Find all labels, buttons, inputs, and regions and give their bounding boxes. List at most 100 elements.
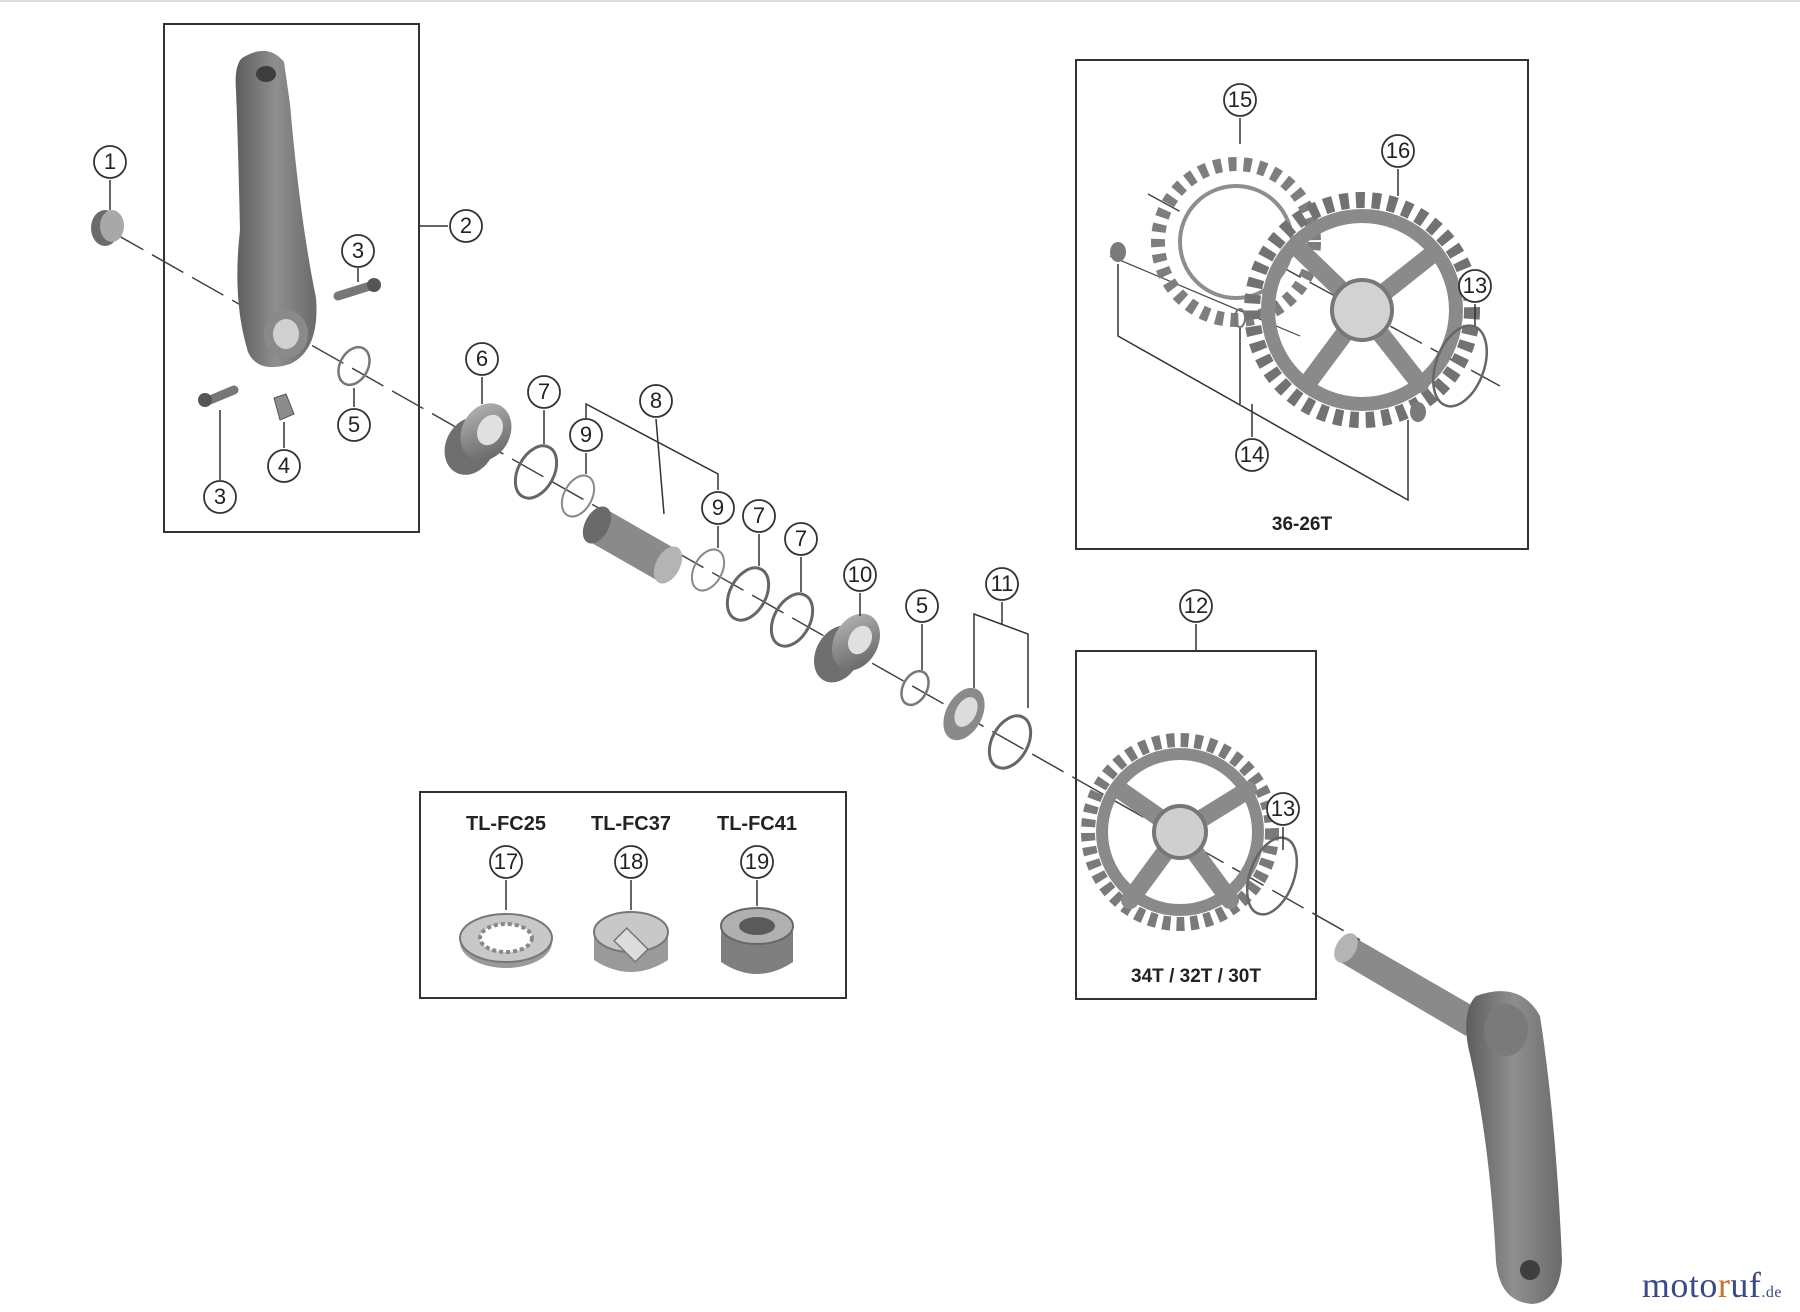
part-tool-tl-fc37 <box>593 911 669 972</box>
callout-number: 1 <box>104 149 116 174</box>
part-bb-cup-right <box>814 613 880 683</box>
part-o-ring-13a <box>1432 324 1488 408</box>
part-o-ring-13b <box>1245 836 1299 916</box>
callout-circle <box>527 375 561 409</box>
callout-circle <box>93 145 127 179</box>
tool-label-tl-fc41: TL-FC41 <box>717 813 797 835</box>
callout-c8: 8 <box>639 384 673 418</box>
callout-circle <box>742 499 776 533</box>
part-tool-tl-fc25 <box>459 913 553 968</box>
watermark-tld: .de <box>1761 1284 1782 1301</box>
part-seal-9a <box>560 474 596 518</box>
callout-number: 14 <box>1240 442 1264 467</box>
callout-number: 10 <box>848 562 872 587</box>
callout-number: 6 <box>476 346 488 371</box>
axle-center-line <box>111 231 1361 941</box>
callout-circle <box>701 491 735 525</box>
callout-c5a: 5 <box>337 408 371 442</box>
part-crank-cap <box>91 210 124 246</box>
callout-number: 16 <box>1386 138 1410 163</box>
callout-circle <box>843 558 877 592</box>
callout-number: 15 <box>1228 87 1252 112</box>
callout-number: 7 <box>538 379 550 404</box>
callout-c13b: 13 <box>1266 792 1300 826</box>
part-chainring-outer <box>1244 192 1480 428</box>
callout-c7c: 7 <box>784 522 818 556</box>
callout-number: 12 <box>1184 593 1208 618</box>
callout-circle <box>1223 83 1257 117</box>
callout-number: 11 <box>991 571 1014 596</box>
part-o-ring-5a <box>337 345 371 387</box>
part-pinch-bolt-bottom <box>198 385 239 407</box>
part-lockring <box>943 687 985 741</box>
tool-label-tl-fc25: TL-FC25 <box>466 813 546 835</box>
callout-number: 3 <box>352 238 364 263</box>
part-chainring-bolt-left <box>1110 242 1126 262</box>
callout-number: 19 <box>745 849 769 874</box>
part-bb-sleeve <box>582 506 683 584</box>
chainring-36-26t-box <box>1075 59 1529 550</box>
part-right-crank-arm <box>1334 933 1562 1304</box>
callout-c18: 18 <box>614 845 648 879</box>
callout-circle <box>1458 269 1492 303</box>
callout-circle <box>203 480 237 514</box>
part-safety-plate <box>273 393 295 421</box>
callout-circle <box>639 384 673 418</box>
callout-number: 7 <box>753 503 765 528</box>
callout-circle <box>465 342 499 376</box>
callout-c1: 1 <box>93 145 127 179</box>
callout-circle <box>614 845 648 879</box>
callout-c5b: 5 <box>905 589 939 623</box>
callout-c19: 19 <box>740 845 774 879</box>
tool-label-tl-fc37: TL-FC37 <box>591 813 671 835</box>
callout-c6: 6 <box>465 342 499 376</box>
watermark-main-b: uf <box>1730 1265 1762 1305</box>
callout-number: 3 <box>214 484 226 509</box>
callout-number: 13 <box>1271 796 1295 821</box>
callout-number: 9 <box>580 422 592 447</box>
callout-c7a: 7 <box>527 375 561 409</box>
callout-c2: 2 <box>449 209 483 243</box>
callout-c9b: 9 <box>701 491 735 525</box>
part-spacer-7a <box>513 444 559 500</box>
callout-circle <box>449 209 483 243</box>
callout-c9a: 9 <box>569 418 603 452</box>
callout-circle <box>740 845 774 879</box>
part-spacer-7b <box>725 566 771 622</box>
callout-circle <box>569 418 603 452</box>
callout-c3b: 3 <box>203 480 237 514</box>
callout-number: 18 <box>619 849 643 874</box>
callout-circle <box>1266 792 1300 826</box>
part-chainring-34-32-30t <box>1081 733 1279 931</box>
callout-c10: 10 <box>843 558 877 592</box>
callout-c11: 11 <box>985 567 1019 601</box>
chainring-36-26t-label: 36-26T <box>1272 514 1333 535</box>
callout-c4: 4 <box>267 449 301 483</box>
part-o-ring-5b <box>900 669 930 707</box>
bracket-11 <box>973 612 1029 708</box>
callout-number: 5 <box>916 593 928 618</box>
callout-number: 7 <box>795 526 807 551</box>
callout-c3a: 3 <box>341 234 375 268</box>
part-chainring-bolt-right <box>1410 402 1426 422</box>
part-spacer-7c <box>769 592 815 648</box>
part-left-crank-arm <box>235 50 317 368</box>
chainring-34-32-30t-label: 34T / 32T / 30T <box>1131 966 1261 987</box>
callout-number: 4 <box>278 453 290 478</box>
watermark-main-a: moto <box>1641 1265 1718 1305</box>
callout-circle <box>489 845 523 879</box>
watermark-accent: r <box>1717 1265 1731 1305</box>
callout-number: 2 <box>460 213 472 238</box>
callout-number: 13 <box>1463 273 1487 298</box>
callout-circle <box>1179 589 1213 623</box>
watermark-logo: motoruf.de <box>1642 1264 1782 1306</box>
callout-circle <box>341 234 375 268</box>
callout-circle <box>267 449 301 483</box>
callout-number: 5 <box>348 412 360 437</box>
callout-c13a: 13 <box>1458 269 1492 303</box>
callout-number: 8 <box>650 388 662 413</box>
callout-c12: 12 <box>1179 589 1213 623</box>
tools-box <box>419 791 847 999</box>
